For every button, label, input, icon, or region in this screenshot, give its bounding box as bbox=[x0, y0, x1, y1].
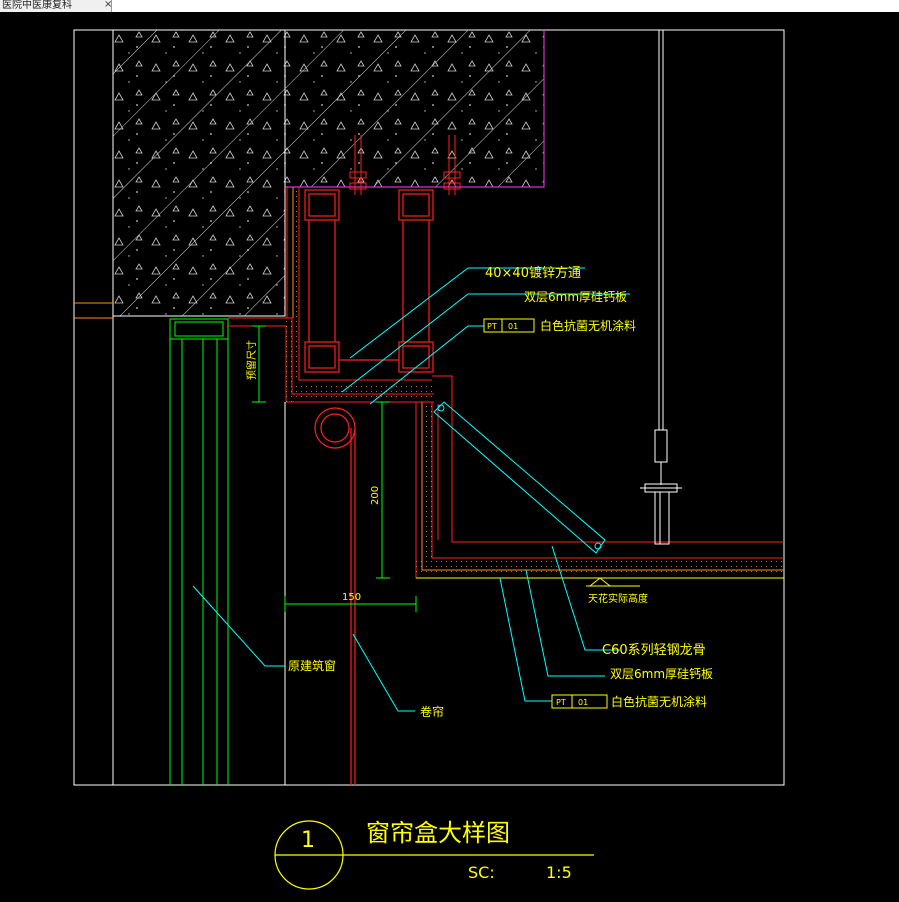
label-silicate-board-bottom: 双层6mm厚硅钙板 bbox=[610, 667, 713, 681]
scale-value: 1:5 bbox=[546, 863, 572, 882]
scale-label: SC: bbox=[468, 863, 495, 882]
material-tag-top bbox=[483, 318, 535, 333]
document-tab-bar: 医院中医康复科 × bbox=[0, 0, 899, 12]
label-coating-top: 白色抗菌无机涂料 bbox=[540, 318, 636, 333]
tag-bottom-code: PT bbox=[556, 698, 566, 707]
dimension-lines bbox=[252, 325, 417, 612]
label-coating-bottom: 白色抗菌无机涂料 bbox=[611, 694, 707, 709]
close-tab-icon[interactable]: × bbox=[104, 0, 112, 10]
tag-bottom-num: 01 bbox=[578, 698, 588, 707]
level-marker bbox=[586, 577, 640, 587]
original-window bbox=[169, 318, 229, 785]
concrete-structure bbox=[112, 30, 545, 317]
ceiling-panel bbox=[415, 375, 784, 579]
drawing-title: 窗帘盒大样图 bbox=[366, 819, 510, 847]
label-original-window: 原建筑窗 bbox=[288, 658, 336, 673]
steel-tubes bbox=[304, 189, 434, 373]
dim-label-150: 150 bbox=[342, 592, 361, 603]
title-block bbox=[274, 820, 594, 890]
detail-number: 1 bbox=[301, 828, 315, 853]
diagonal-brace bbox=[433, 401, 606, 554]
curtain-box-board bbox=[228, 187, 434, 403]
tag-top-num: 01 bbox=[508, 322, 518, 331]
material-tag-bottom bbox=[551, 694, 608, 709]
label-steel-tube: 40×40镀锌方通 bbox=[485, 265, 581, 281]
wall-lines bbox=[74, 302, 286, 785]
label-roller-blind: 卷帘 bbox=[420, 704, 444, 719]
document-tab-title: 医院中医康复科 bbox=[2, 0, 72, 11]
cad-drawing-canvas[interactable]: 预留尺寸 200 150 天花实际高度 PT 01 PT 01 40×40镀锌方… bbox=[0, 12, 899, 902]
suspension-rod bbox=[640, 30, 682, 545]
dim-label-200: 200 bbox=[370, 486, 381, 505]
document-tab[interactable]: 医院中医康复科 × bbox=[0, 0, 112, 12]
label-keel: C60系列轻钢龙骨 bbox=[602, 643, 706, 658]
roller-blind bbox=[314, 407, 356, 785]
label-silicate-board-top: 双层6mm厚硅钙板 bbox=[524, 290, 627, 304]
anchor-bolts bbox=[349, 135, 461, 195]
ceiling-level-label: 天花实际高度 bbox=[588, 592, 648, 605]
dim-label-reserved: 预留尺寸 bbox=[245, 340, 258, 380]
leader-lines bbox=[192, 267, 630, 712]
tag-top-code: PT bbox=[487, 322, 497, 331]
